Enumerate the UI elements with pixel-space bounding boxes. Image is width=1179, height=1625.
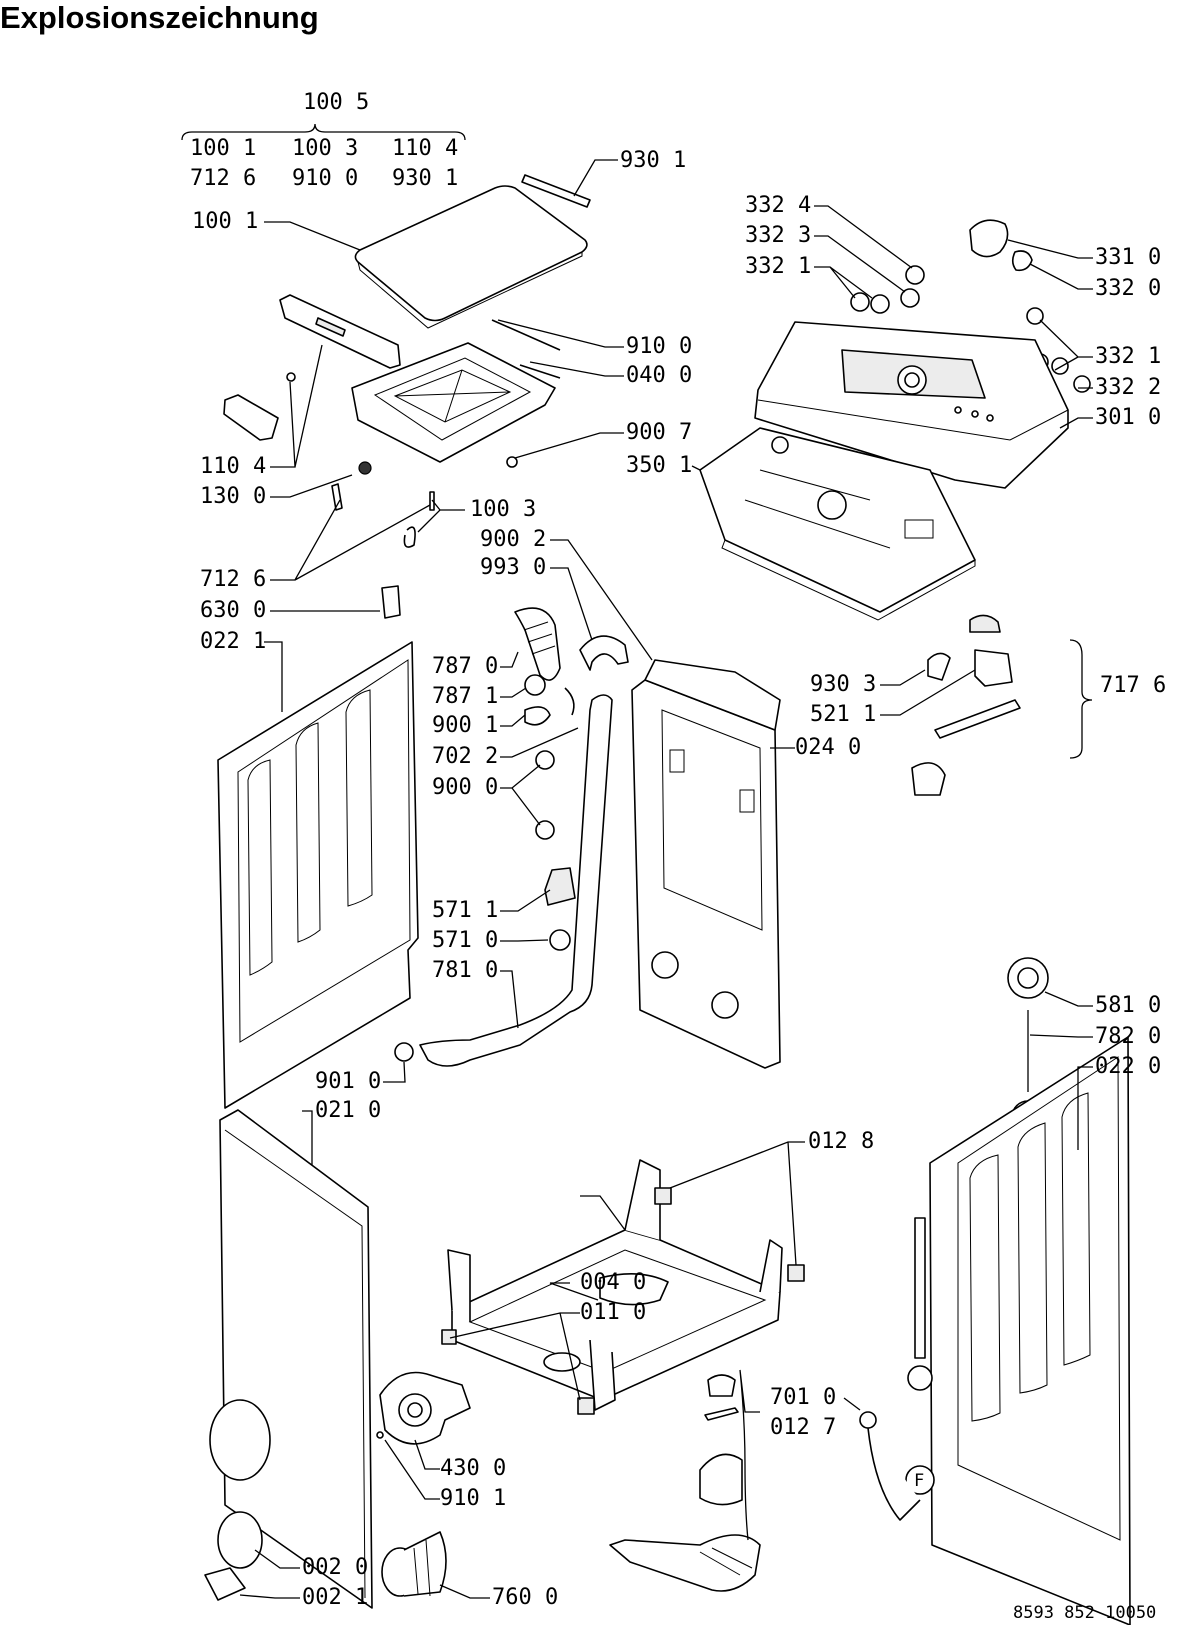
label-332-4: 332 4: [745, 193, 811, 218]
label-787-0: 787 0: [432, 654, 498, 679]
label-781-0: 781 0: [432, 958, 498, 983]
reference-number: 8593 852 10050: [1013, 1603, 1156, 1623]
label-331-0: 331 0: [1095, 245, 1161, 270]
marker-f-letter: F: [914, 1471, 924, 1491]
label-024-0: 024 0: [795, 735, 861, 760]
label-712-6: 712 6: [200, 567, 266, 592]
kit-item-1: 100 1: [190, 136, 256, 161]
label-004-0: 004 0: [580, 1270, 646, 1295]
label-022-1: 022 1: [200, 629, 266, 654]
label-130-0: 130 0: [200, 484, 266, 509]
label-301-0: 301 0: [1095, 405, 1161, 430]
label-701-0: 701 0: [770, 1385, 836, 1410]
top-frame-part: [351, 342, 556, 463]
kit-group-header: 100 5 100 1 100 3 110 4 712 6 910 0 930 …: [181, 90, 466, 191]
label-900-7: 900 7: [626, 420, 692, 445]
label-350-1: 350 1: [626, 453, 692, 478]
label-900-1: 900 1: [432, 713, 498, 738]
inlet-hose-701: [859, 1411, 921, 1521]
drain-hose-781: [394, 694, 613, 1067]
lid-lock-part: [223, 394, 279, 441]
lid-handle-part: [279, 294, 401, 369]
label-021-0: 021 0: [315, 1098, 381, 1123]
side-group-parts: [911, 614, 1093, 796]
small-clips-center: [535, 750, 576, 951]
front-panel: [209, 1109, 373, 1609]
label-901-0: 901 0: [315, 1069, 381, 1094]
label-011-0: 011 0: [580, 1300, 646, 1325]
hinge-strip-930: [521, 174, 591, 208]
kit-item-2: 100 3: [292, 136, 358, 161]
label-332-1-left: 332 1: [745, 254, 811, 279]
label-760-0: 760 0: [492, 1585, 558, 1610]
label-012-7: 012 7: [770, 1415, 836, 1440]
kit-item-4: 712 6: [190, 166, 256, 191]
base-frame: [447, 1159, 783, 1411]
lid-part: [354, 185, 588, 329]
label-521-1: 521 1: [810, 702, 876, 727]
small-screws-top: [286, 319, 561, 619]
label-910-0: 910 0: [626, 334, 692, 359]
hose-993: [579, 635, 629, 671]
label-930-1-top: 930 1: [620, 148, 686, 173]
label-100-3: 100 3: [470, 497, 536, 522]
kit-item-6: 930 1: [392, 166, 458, 191]
rear-panel: [631, 659, 781, 1069]
shock-absorber-part: [907, 1217, 933, 1391]
label-002-0: 002 0: [302, 1555, 368, 1580]
label-782-0: 782 0: [1095, 1024, 1161, 1049]
label-332-2: 332 2: [1095, 375, 1161, 400]
label-430-0: 430 0: [440, 1456, 506, 1481]
label-012-8: 012 8: [808, 1129, 874, 1154]
electronic-board-part: [699, 427, 976, 621]
label-332-0: 332 0: [1095, 276, 1161, 301]
left-side-panel: [217, 641, 419, 1109]
pump-filter-part: [381, 1531, 447, 1597]
label-571-0: 571 0: [432, 928, 498, 953]
label-910-1: 910 1: [440, 1486, 506, 1511]
kit-group-code: 100 5: [303, 90, 369, 115]
control-panel-part: [754, 321, 1069, 489]
label-332-1-right: 332 1: [1095, 344, 1161, 369]
label-717-6: 717 6: [1100, 673, 1166, 698]
label-022-0: 022 0: [1095, 1054, 1161, 1079]
page-title: Explosionszeichnung: [0, 0, 319, 35]
label-900-2: 900 2: [480, 527, 546, 552]
label-110-4: 110 4: [200, 454, 266, 479]
kit-item-5: 910 0: [292, 166, 358, 191]
main-knob-part: [969, 219, 1033, 272]
detergent-parts: [609, 1374, 761, 1592]
label-787-1: 787 1: [432, 684, 498, 709]
label-581-0: 581 0: [1095, 993, 1161, 1018]
leader-lines: [239, 159, 1093, 1599]
service-flap-part: [204, 1511, 263, 1601]
right-side-panel: [929, 1036, 1131, 1625]
bellows-part: [514, 607, 575, 726]
label-100-1: 100 1: [192, 209, 258, 234]
label-002-1: 002 1: [302, 1585, 368, 1610]
label-332-3: 332 3: [745, 223, 811, 248]
label-930-3: 930 3: [810, 672, 876, 697]
marker-f: F: [905, 1465, 935, 1495]
kit-item-3: 110 4: [392, 136, 458, 161]
motor-pulley-part: [1007, 957, 1049, 1092]
label-993-0: 993 0: [480, 555, 546, 580]
label-702-2: 702 2: [432, 744, 498, 769]
label-900-0: 900 0: [432, 775, 498, 800]
label-040-0: 040 0: [626, 363, 692, 388]
drain-pump-part: [376, 1371, 471, 1445]
part-labels: 930 1 100 1 332 4 332 3 332 1 331 0 332 …: [192, 148, 1166, 1610]
label-571-1: 571 1: [432, 898, 498, 923]
label-630-0: 630 0: [200, 598, 266, 623]
